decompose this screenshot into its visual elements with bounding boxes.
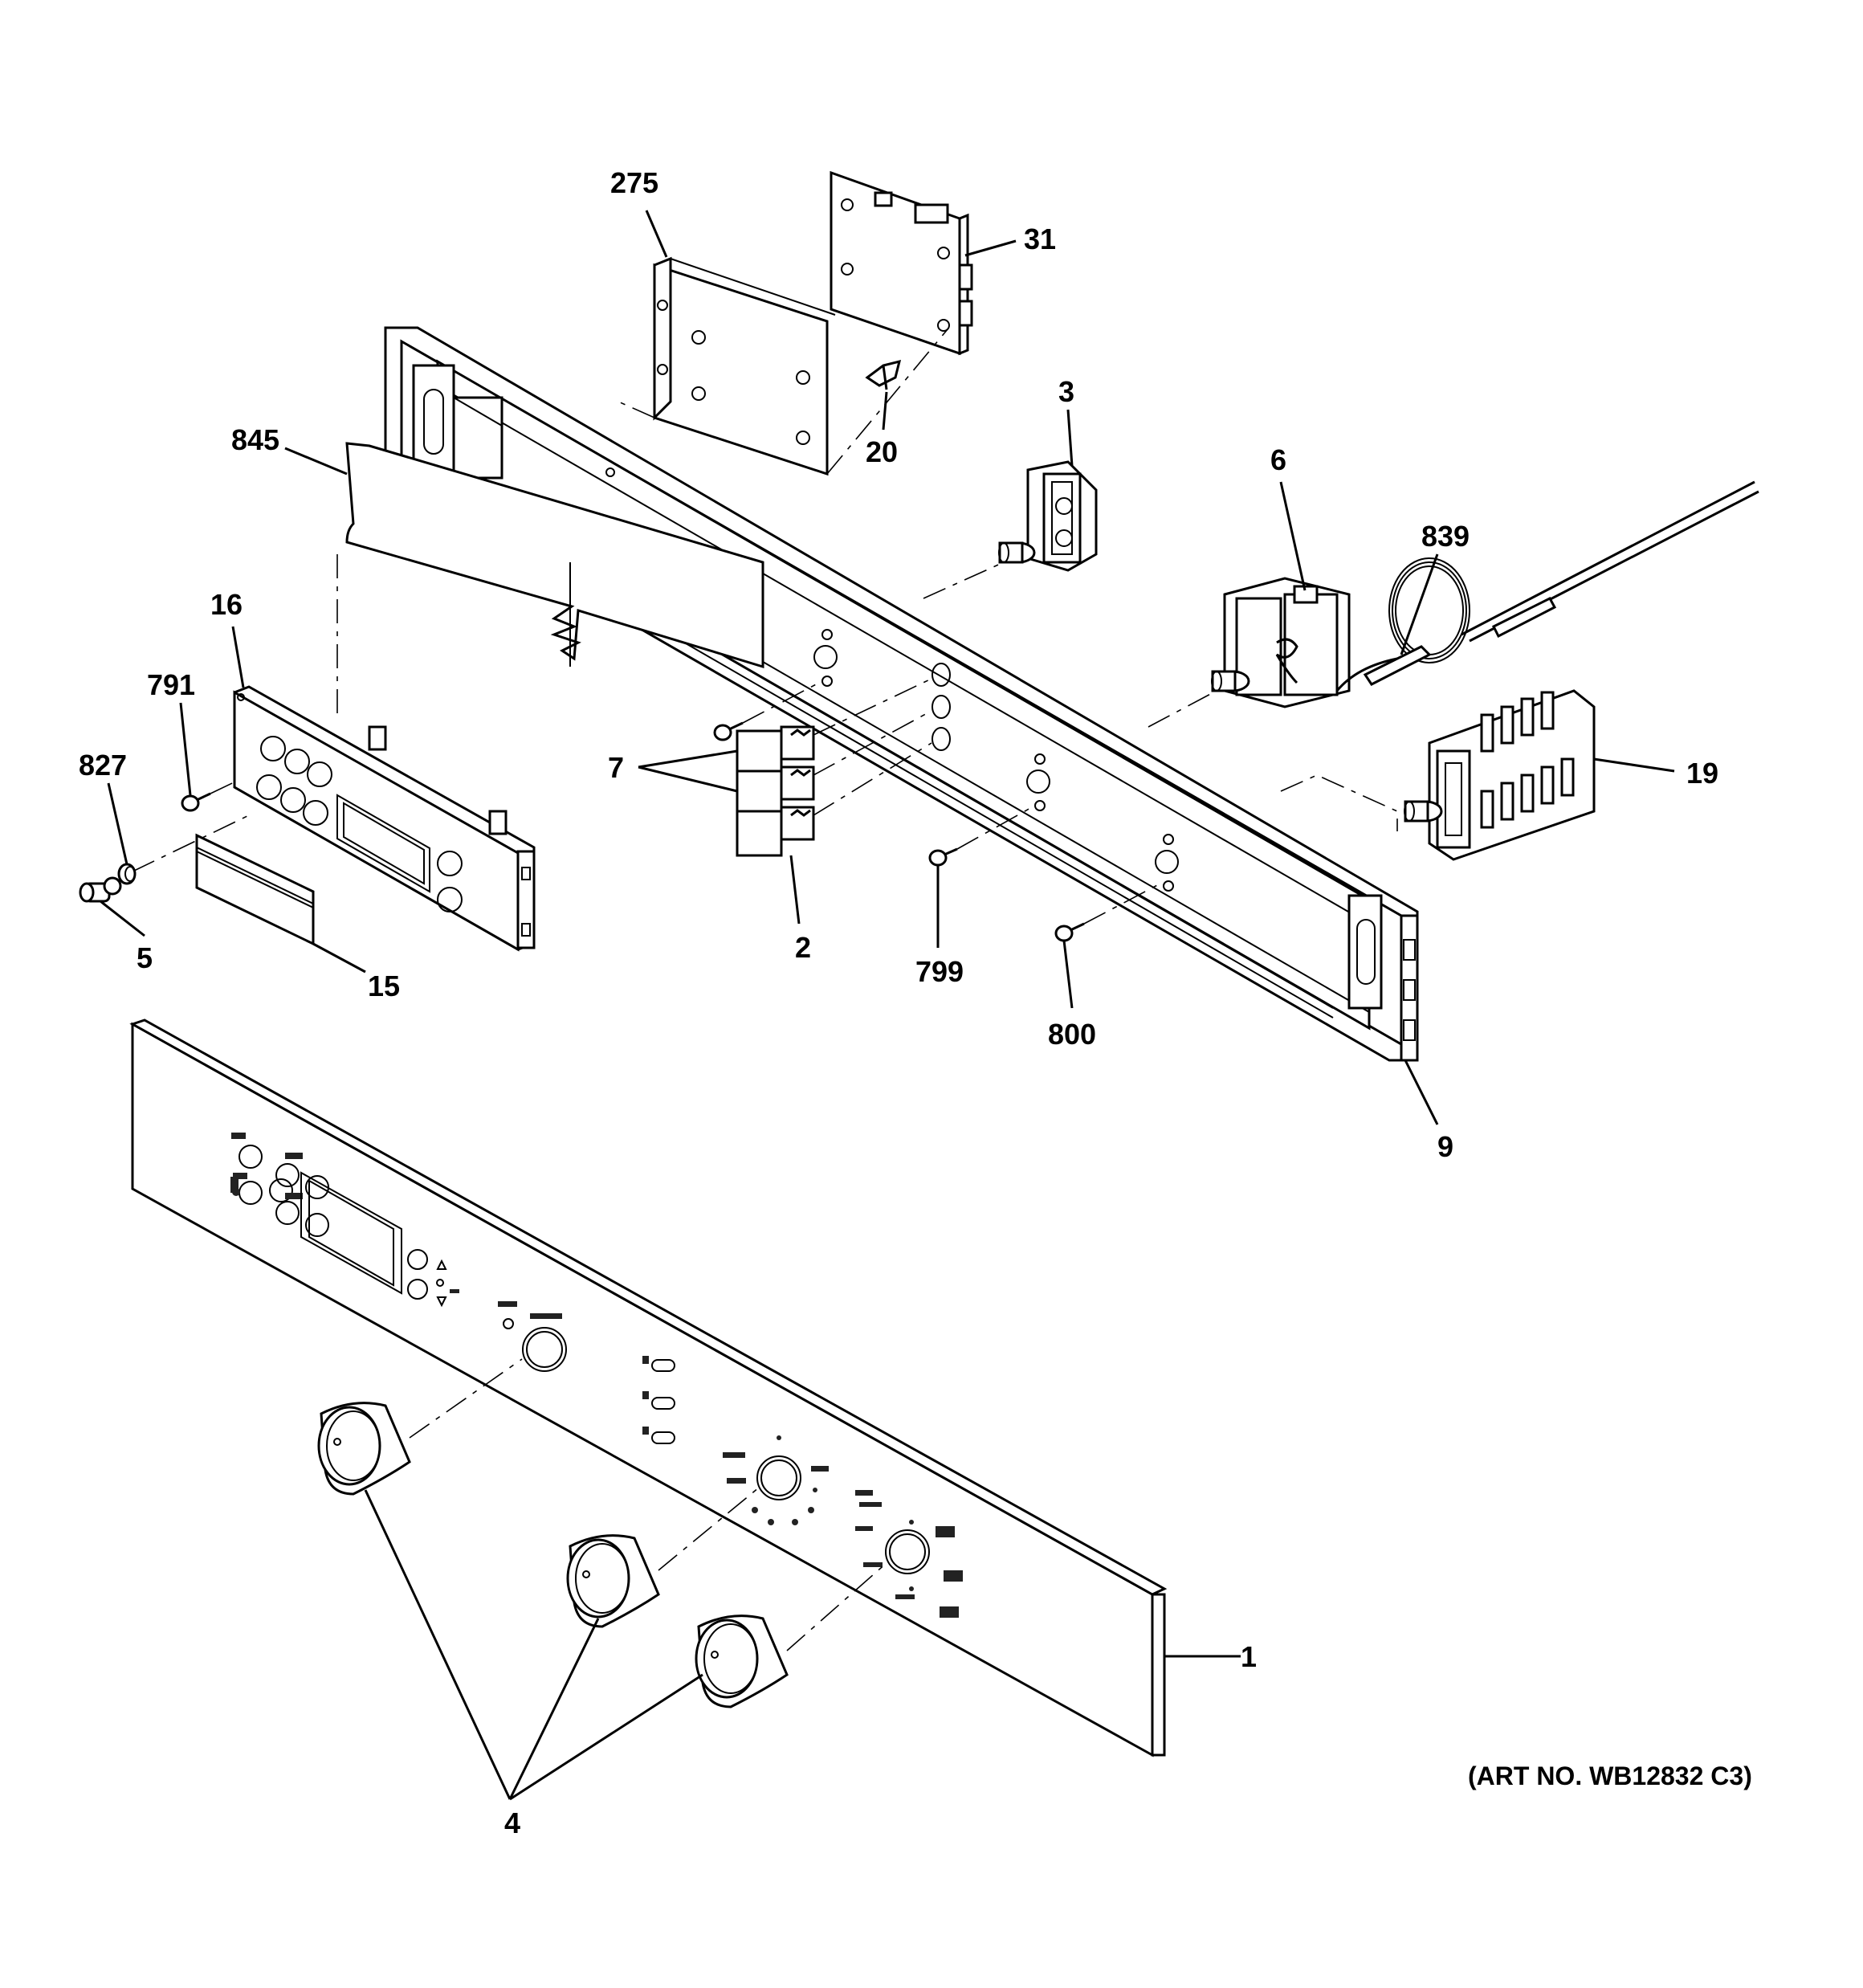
callout-31: 31 (1024, 222, 1056, 255)
guide-line (813, 678, 932, 736)
guide-line (826, 329, 948, 475)
screw-icon (1054, 922, 1085, 942)
screw-icon (713, 721, 744, 741)
callout-2: 2 (795, 931, 811, 964)
part-16-display-board (233, 685, 536, 952)
screw-icon (181, 792, 211, 812)
part-4-knob (695, 1614, 789, 1708)
part-827-spring (117, 863, 137, 885)
callout-15: 15 (368, 970, 400, 1002)
callout-5: 5 (137, 941, 153, 974)
part-845-sheet (345, 442, 764, 669)
part-5-shaft (79, 876, 122, 903)
guide-line (813, 710, 932, 776)
part-839-capillary (1335, 480, 1759, 692)
callout-labels: 275 31 3 20 845 6 839 16 791 827 7 19 5 … (79, 166, 1752, 1839)
callout-839: 839 (1421, 520, 1470, 553)
callout-799: 799 (915, 955, 964, 988)
callout-4: 4 (504, 1806, 520, 1839)
guide-line (1148, 690, 1217, 728)
part-31-board (830, 170, 973, 356)
part-6-thermostat (1211, 577, 1351, 708)
callout-3: 3 (1058, 375, 1074, 408)
callout-800: 800 (1048, 1018, 1096, 1051)
guide-line (786, 1561, 888, 1651)
callout-1: 1 (1241, 1640, 1257, 1673)
callout-845: 845 (231, 423, 279, 456)
guide-line (409, 1358, 523, 1439)
part-4-knob (317, 1402, 411, 1496)
callout-6: 6 (1270, 443, 1286, 476)
part-15-label (195, 833, 315, 946)
callout-7: 7 (608, 751, 624, 784)
callout-9: 9 (1437, 1130, 1453, 1163)
leader-lines (100, 210, 1675, 1801)
callout-827: 827 (79, 749, 127, 782)
guide-line (813, 742, 932, 816)
guide-line (742, 682, 820, 724)
part-4-knob (566, 1534, 660, 1628)
callout-791: 791 (147, 668, 195, 701)
guide-line (1083, 883, 1161, 925)
screw-icon (928, 847, 958, 867)
callout-20: 20 (866, 435, 898, 468)
part-7-switches (736, 725, 815, 857)
part-1-front-panel (129, 1018, 1168, 1757)
art-number: (ART NO. WB12832 C3) (1468, 1761, 1752, 1790)
part-3-switch (998, 460, 1098, 572)
part-275-bracket (653, 256, 836, 476)
callout-16: 16 (210, 588, 243, 621)
guide-line (956, 806, 1033, 850)
guide-line (1280, 774, 1398, 831)
callout-275: 275 (610, 166, 658, 199)
part-20-clip (865, 359, 902, 390)
guide-line (923, 561, 1005, 599)
callout-19: 19 (1686, 757, 1718, 790)
part-19-selector (1404, 689, 1596, 861)
guide-line (132, 814, 250, 872)
guide-line (658, 1487, 760, 1571)
guide-line (618, 401, 655, 418)
